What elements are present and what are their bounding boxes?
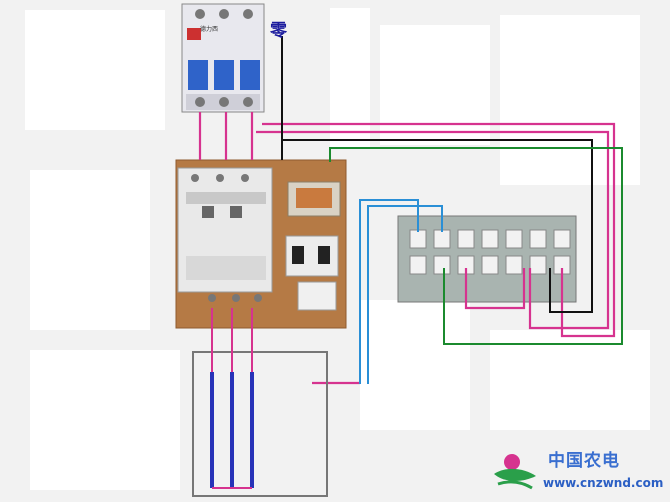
neutral-label: 零 [270,21,287,41]
control-wire-green [329,147,623,345]
watermark: 中国农电 www.cnzwnd.com [488,440,668,500]
watermark-url: www.cnzwnd.com [543,476,664,490]
control-relay [285,181,341,311]
neutral-wire [281,36,593,313]
circuit-breaker [181,3,265,113]
ac-contactor [177,167,273,302]
terminal-block [397,215,577,303]
live-wires [198,112,616,385]
watermark-logo-icon [494,454,536,490]
control-wire-blue [359,199,443,384]
background-blocks [25,8,650,490]
electrode-tank [192,308,328,497]
breaker-brand: 德力西 [200,26,219,33]
watermark-title: 中国农电 [548,451,620,471]
